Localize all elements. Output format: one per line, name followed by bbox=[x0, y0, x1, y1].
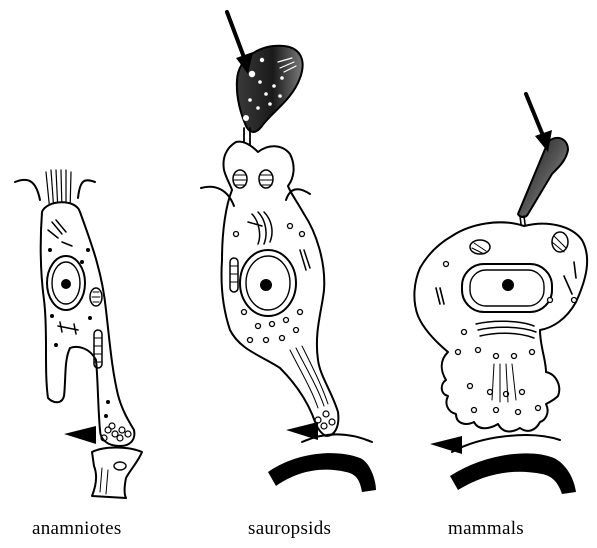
arrow-icon bbox=[526, 94, 552, 152]
anamniotes-cell-outline bbox=[41, 202, 135, 446]
mammals-postsynaptic-tube bbox=[450, 453, 576, 494]
sauropsids-nucleolus bbox=[261, 280, 271, 290]
sauropsids-cell bbox=[201, 46, 372, 442]
arrowhead-icon bbox=[286, 422, 318, 440]
anamniotes-postsynaptic-process bbox=[92, 448, 142, 499]
anamniotes-membrane-right bbox=[78, 180, 95, 198]
arrowhead-icon bbox=[64, 426, 96, 444]
anamniotes-membrane-left bbox=[15, 180, 40, 200]
anamniotes-nucleolus bbox=[62, 280, 70, 288]
caption-anamniotes: anamniotes bbox=[32, 518, 122, 540]
arrow-icon bbox=[227, 12, 253, 74]
mammals-cell bbox=[414, 138, 587, 452]
sauropsids-postsynaptic-tube bbox=[268, 453, 376, 492]
caption-mammals: mammals bbox=[448, 518, 524, 540]
arrowhead-icon bbox=[430, 436, 462, 454]
caption-sauropsids: sauropsids bbox=[248, 518, 331, 540]
mammals-outer-segment bbox=[518, 138, 568, 217]
anamniotes-cell bbox=[15, 170, 142, 498]
mammals-nucleolus bbox=[503, 280, 513, 290]
mammals-postsynaptic-line bbox=[452, 435, 560, 452]
